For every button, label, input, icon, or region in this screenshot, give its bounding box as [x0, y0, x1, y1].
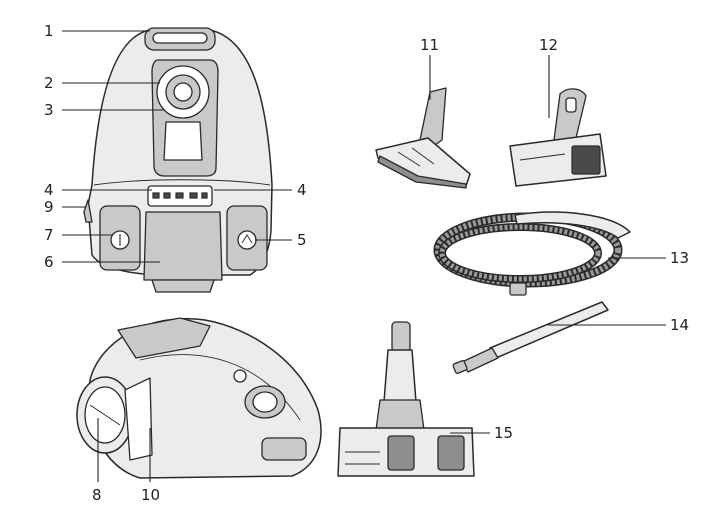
callout-3: 3	[44, 101, 54, 119]
floor-nozzle	[375, 87, 471, 189]
callout-4-right: 4	[297, 181, 307, 199]
callout-10: 10	[141, 486, 160, 504]
suction-hose	[433, 211, 631, 296]
vacuum-front-view	[83, 27, 273, 293]
callout-15: 15	[494, 424, 513, 442]
callout-14: 14	[670, 316, 689, 334]
callout-8: 8	[92, 486, 102, 504]
rear-panel	[124, 377, 153, 461]
cord-rewind-button	[237, 230, 257, 250]
callout-12: 12	[539, 36, 558, 54]
leader-lines	[62, 30, 666, 482]
callout-2: 2	[44, 74, 54, 92]
callout-11: 11	[420, 36, 439, 54]
combination-nozzle	[337, 321, 475, 477]
extension-tube	[452, 301, 609, 374]
callout-7: 7	[44, 226, 54, 244]
vacuum-side-view	[76, 317, 322, 479]
callout-numbers: 1 2 3 4 4 9 7 5 6 11 12 13 14 15 8 10	[44, 22, 689, 504]
callout-1: 1	[44, 22, 54, 40]
turbo-brush	[509, 88, 607, 187]
dust-compartment-lid	[163, 121, 203, 161]
callout-9: 9	[44, 198, 54, 216]
callout-6: 6	[44, 253, 54, 271]
callout-5: 5	[297, 231, 307, 249]
callout-13: 13	[670, 249, 689, 267]
exhaust-cover	[143, 211, 223, 281]
callout-4-left: 4	[44, 181, 54, 199]
cord-rewind-edge	[83, 199, 93, 223]
